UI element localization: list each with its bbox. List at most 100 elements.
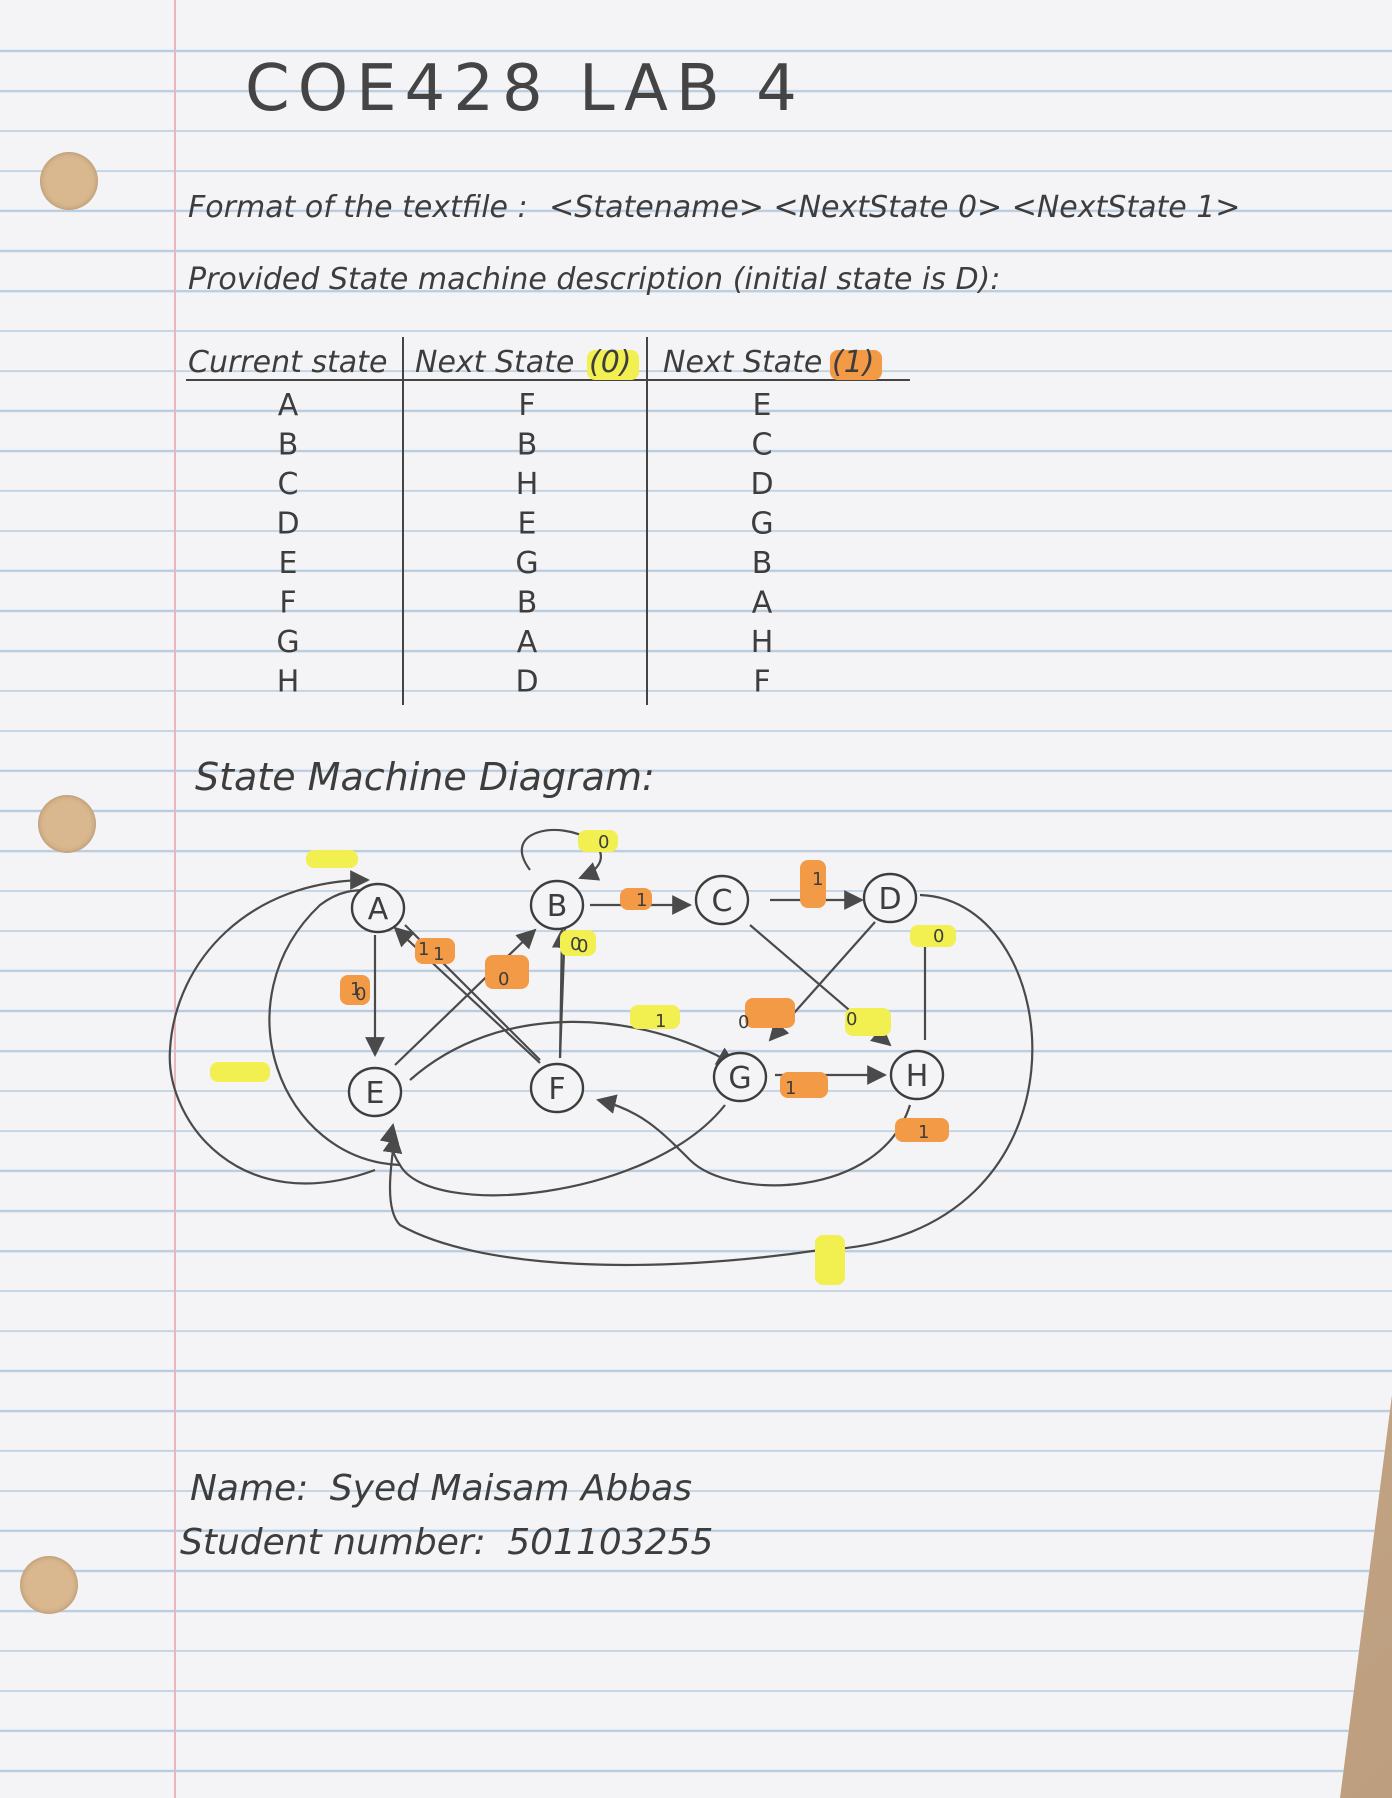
input-0-highlight bbox=[587, 350, 639, 380]
table-header-next0: Next State bbox=[415, 345, 574, 380]
input-1-highlight bbox=[895, 1118, 949, 1142]
page-title: COE428 LAB 4 bbox=[245, 52, 805, 126]
transition-g-to-a bbox=[268, 888, 401, 1167]
table-cell-next1: H bbox=[751, 625, 774, 660]
state-node-a: A bbox=[350, 882, 406, 934]
student-name-line: Name: Syed Maisam Abbas bbox=[190, 1468, 692, 1509]
table-header-next0-input: (0) bbox=[589, 345, 632, 380]
table-cell-current: G bbox=[276, 625, 299, 660]
state-label: G bbox=[728, 1061, 751, 1096]
transition-input-b-b: 0 bbox=[598, 832, 609, 853]
format-line: Format of the textfile : <Statename> <Ne… bbox=[188, 190, 1240, 225]
transition-input-g-a: 0 bbox=[846, 1009, 857, 1030]
transition-input-g-h: 1 bbox=[785, 1078, 796, 1099]
input-1-highlight bbox=[830, 350, 882, 380]
name-label: Name: bbox=[190, 1468, 309, 1509]
punch-hole bbox=[38, 795, 96, 853]
paper-margin-line bbox=[174, 0, 176, 1798]
table-cell-next0: E bbox=[518, 507, 537, 542]
state-node-g: G bbox=[712, 1051, 768, 1103]
table-cell-next1: B bbox=[752, 546, 773, 581]
table-cell-next0: B bbox=[517, 428, 538, 463]
student-number: 501103255 bbox=[507, 1522, 714, 1563]
transition-input-d-g: 1 bbox=[655, 1011, 666, 1032]
input-0-highlight bbox=[815, 1235, 845, 1285]
transition-input-h-d: 0 bbox=[933, 926, 944, 947]
state-label: A bbox=[368, 892, 389, 927]
input-0-highlight bbox=[910, 925, 956, 947]
punch-hole bbox=[20, 1556, 78, 1614]
state-node-e: E bbox=[347, 1066, 403, 1118]
state-node-c: C bbox=[694, 874, 750, 926]
transition-outer-to-a bbox=[168, 870, 376, 1185]
input-1-highlight bbox=[485, 955, 529, 989]
table-cell-next0: G bbox=[515, 546, 538, 581]
input-1-highlight bbox=[620, 888, 652, 910]
table-cell-current: C bbox=[278, 467, 299, 502]
state-table: Current state Next State (0) Next State … bbox=[186, 337, 910, 705]
transition-h-to-f bbox=[596, 1094, 912, 1187]
transition-input-f-b: 0 bbox=[570, 934, 581, 955]
table-cell-next0: B bbox=[517, 586, 538, 621]
input-0-highlight bbox=[845, 1008, 891, 1036]
transition-input-f-a: 1 bbox=[433, 944, 444, 965]
format-label: Format of the textfile : bbox=[188, 190, 528, 225]
table-cell-next0: A bbox=[517, 625, 538, 660]
state-node-d: D bbox=[862, 872, 918, 924]
table-cell-next0: H bbox=[516, 467, 539, 502]
table-cell-current: F bbox=[279, 586, 296, 621]
diagram-heading: State Machine Diagram: bbox=[195, 755, 655, 799]
state-node-h: H bbox=[889, 1049, 945, 1101]
state-label: C bbox=[712, 884, 733, 919]
table-cell-current: D bbox=[276, 507, 299, 542]
state-label: F bbox=[548, 1072, 565, 1107]
input-1-highlight bbox=[780, 1072, 828, 1098]
input-1-highlight bbox=[745, 998, 795, 1028]
table-cell-next1: G bbox=[750, 507, 773, 542]
input-0-highlight bbox=[306, 850, 358, 868]
table-cell-current: H bbox=[277, 665, 300, 700]
state-node-f: F bbox=[529, 1062, 585, 1114]
transition-d-to-e bbox=[382, 893, 1034, 1267]
transition-e-to-b bbox=[394, 928, 537, 1066]
student-number-line: Student number: 501103255 bbox=[180, 1522, 713, 1563]
format-fields: <Statename> <NextState 0> <NextState 1> bbox=[549, 190, 1241, 225]
transition-g-to-a-via bbox=[379, 1104, 726, 1197]
transition-e-to-g bbox=[409, 1020, 737, 1081]
number-label: Student number: bbox=[180, 1522, 486, 1563]
table-cell-next1: E bbox=[753, 388, 772, 423]
transition-input-a-f: 0 bbox=[355, 984, 366, 1005]
table-cell-next1: C bbox=[752, 428, 773, 463]
input-0-highlight bbox=[560, 930, 596, 956]
table-cell-next1: D bbox=[750, 467, 773, 502]
input-0-highlight bbox=[578, 830, 618, 852]
table-cell-next1: A bbox=[752, 586, 773, 621]
punch-hole bbox=[40, 152, 98, 210]
transition-input-d-e: 0 bbox=[577, 936, 588, 957]
student-name: Syed Maisam Abbas bbox=[329, 1468, 692, 1509]
input-1-highlight bbox=[340, 975, 370, 1005]
transition-input-b-c: 1 bbox=[636, 890, 647, 911]
transition-input-a-e: 1 bbox=[418, 939, 429, 960]
input-0-highlight bbox=[210, 1062, 270, 1082]
transition-input-e-g: 0 bbox=[498, 969, 509, 990]
table-cell-next0: D bbox=[515, 665, 538, 700]
transition-input-e-b: 1 bbox=[350, 979, 361, 1000]
state-label: H bbox=[906, 1059, 929, 1094]
transition-input-c-d: 1 bbox=[812, 869, 823, 890]
input-1-highlight bbox=[415, 938, 455, 964]
state-label: D bbox=[878, 882, 901, 917]
table-header-next1: Next State bbox=[663, 345, 822, 380]
table-cell-next0: F bbox=[518, 388, 535, 423]
table-cell-current: A bbox=[278, 388, 299, 423]
transition-input-h-f: 1 bbox=[918, 1122, 929, 1143]
state-label: E bbox=[366, 1076, 385, 1111]
input-1-highlight bbox=[800, 860, 826, 908]
transition-label-highlights bbox=[210, 830, 956, 1285]
input-0-highlight bbox=[630, 1005, 680, 1029]
table-cell-current: B bbox=[278, 428, 299, 463]
table-header-next1-input: (1) bbox=[832, 345, 875, 380]
